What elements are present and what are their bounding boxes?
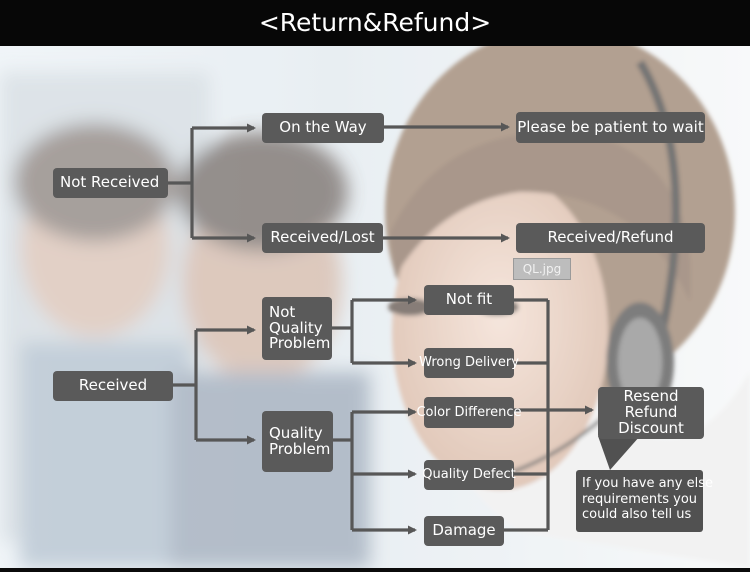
node-quality-problem: Quality Problem (262, 411, 333, 472)
node-wrong-delivery: Wrong Delivery (424, 348, 514, 378)
node-label: Please be patient to wait (517, 120, 703, 136)
node-label: Received/Lost (270, 230, 374, 246)
page-title: <Return&Refund> (0, 0, 750, 46)
node-label: Not Received (60, 175, 159, 191)
node-not-received: Not Received (53, 168, 168, 198)
node-received-lost: Received/Lost (262, 223, 383, 253)
node-not-fit: Not fit (424, 285, 514, 315)
node-on-the-way: On the Way (262, 113, 384, 143)
bottom-border (0, 568, 750, 572)
node-quality-defect: Quality Defect (424, 460, 514, 490)
node-label: Color Difference (416, 406, 521, 420)
node-damage: Damage (424, 516, 504, 546)
callout-tail (598, 436, 640, 470)
node-label: Resend Refund Discount (618, 389, 684, 436)
node-label: Wrong Delivery (419, 356, 519, 370)
node-received: Received (53, 371, 173, 401)
node-label: Damage (432, 523, 495, 539)
node-be-patient: Please be patient to wait (516, 112, 705, 143)
node-label: Received (79, 378, 147, 394)
node-label: Quality Problem (269, 426, 330, 458)
node-label: Received/Refund (547, 230, 673, 246)
node-label: Not Quality Problem (269, 305, 330, 352)
node-not-quality-problem: Not Quality Problem (262, 297, 332, 360)
extra-requirements-note: If you have any else requirements you co… (576, 470, 703, 532)
node-label: On the Way (279, 120, 366, 136)
node-label: Not fit (446, 292, 492, 308)
image-watermark: QL.jpg (513, 258, 571, 280)
node-received-refund: Received/Refund (516, 223, 705, 253)
node-resolution: Resend Refund Discount (598, 387, 704, 439)
node-label: Quality Defect (422, 468, 515, 482)
header-bar: <Return&Refund> (0, 0, 750, 46)
node-color-difference: Color Difference (424, 397, 514, 428)
